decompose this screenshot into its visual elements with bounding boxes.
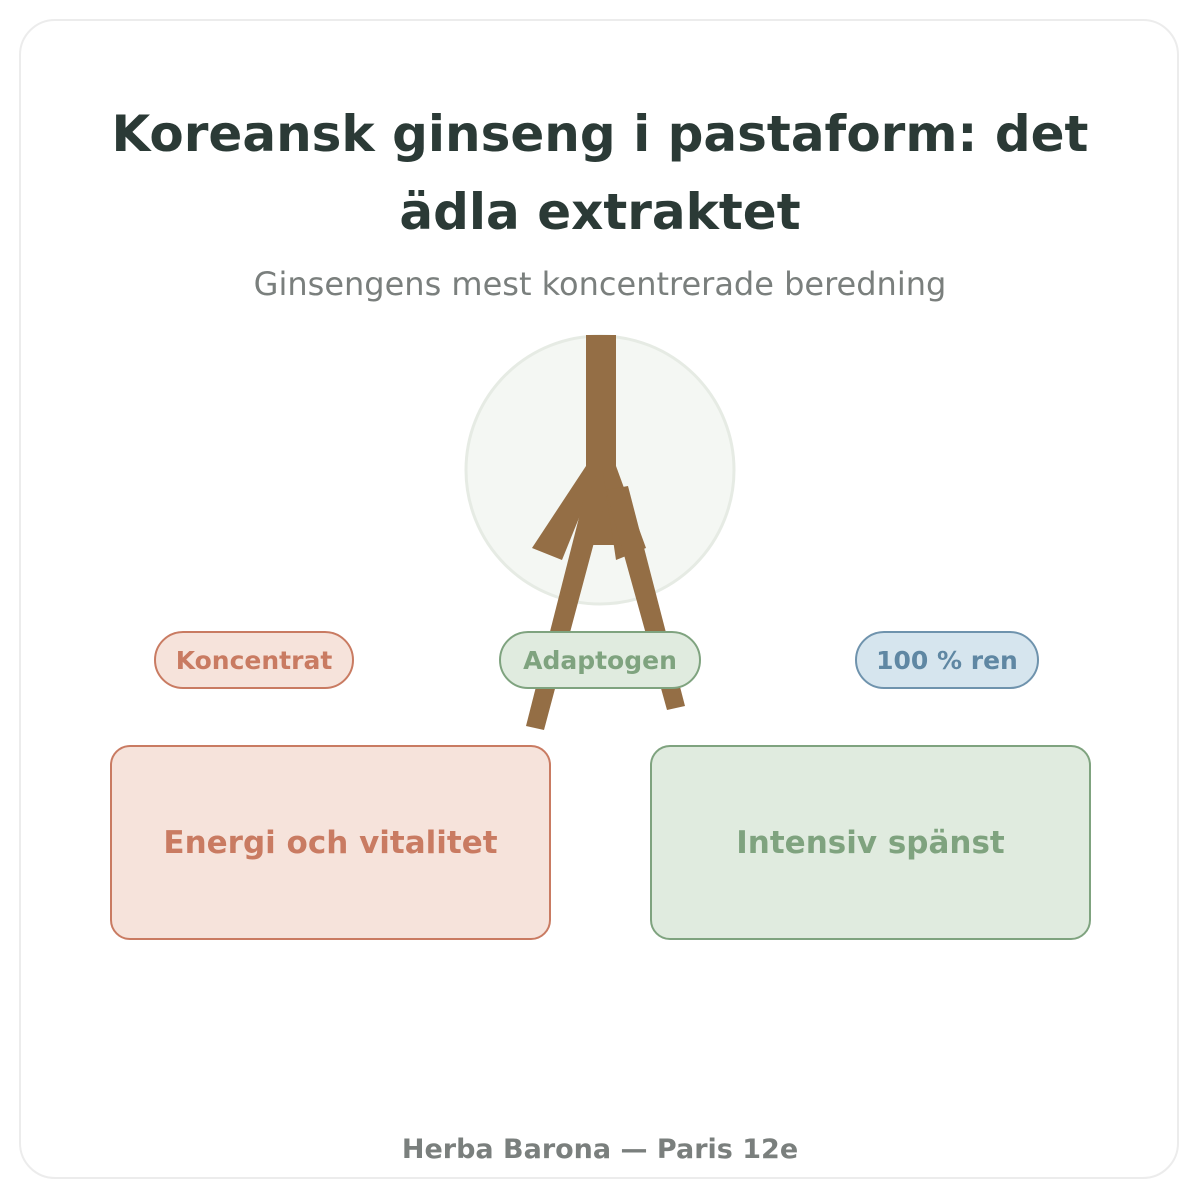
tag-adaptogen: Adaptogen [499, 631, 701, 689]
benefit-spanst: Intensiv spänst [650, 745, 1091, 940]
tag-100-ren: 100 % ren [855, 631, 1039, 689]
footer-text: Herba Barona — Paris 12e [401, 1134, 799, 1165]
page-title: Koreansk ginseng i pastaform: det ädla e… [111, 105, 1089, 241]
tag-koncentrat: Koncentrat [154, 631, 354, 689]
page-subtitle: Ginsengens mest koncentrerade beredning [253, 265, 947, 303]
benefit-energi: Energi och vitalitet [110, 745, 551, 940]
